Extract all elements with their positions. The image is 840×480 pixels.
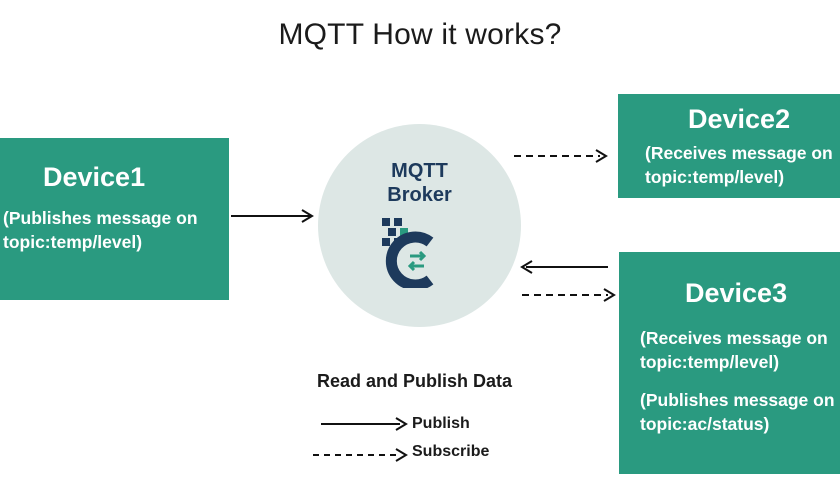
publish-arrow-device3-to-broker	[520, 260, 608, 274]
subscribe-arrow-broker-to-device2	[514, 149, 608, 163]
device3-receive-description: (Receives message on topic:temp/level)	[640, 328, 828, 372]
legend-publish-label: Publish	[412, 415, 470, 432]
broker-label-line1: MQTT	[391, 160, 448, 182]
device3-box: Device3 (Receives message on topic:temp/…	[619, 252, 840, 474]
legend-title: Read and Publish Data	[317, 371, 513, 391]
broker-label-line2: Broker	[387, 184, 452, 206]
device1-name: Device1	[43, 162, 146, 192]
device2-description: (Receives message on topic:temp/level)	[645, 143, 833, 187]
legend-publish-arrow	[321, 417, 408, 431]
legend-subscribe-label: Subscribe	[412, 443, 490, 460]
broker-logo-icon	[382, 218, 434, 288]
device3-publish-description: (Publishes message on topic:ac/status)	[640, 390, 835, 434]
diagram-title: MQTT How it works?	[278, 18, 562, 51]
mqtt-broker-circle: MQTT Broker	[318, 124, 521, 327]
device1-description: (Publishes message on topic:temp/level)	[3, 208, 198, 252]
device2-box: Device2 (Receives message on topic:temp/…	[618, 94, 840, 198]
subscribe-arrow-broker-to-device3	[522, 288, 616, 302]
publish-arrow-device1-to-broker	[231, 209, 314, 223]
legend-subscribe-arrow	[313, 448, 408, 462]
device2-name: Device2	[688, 104, 791, 134]
device3-name: Device3	[685, 278, 788, 308]
device1-box: Device1 (Publishes message on topic:temp…	[0, 138, 229, 300]
